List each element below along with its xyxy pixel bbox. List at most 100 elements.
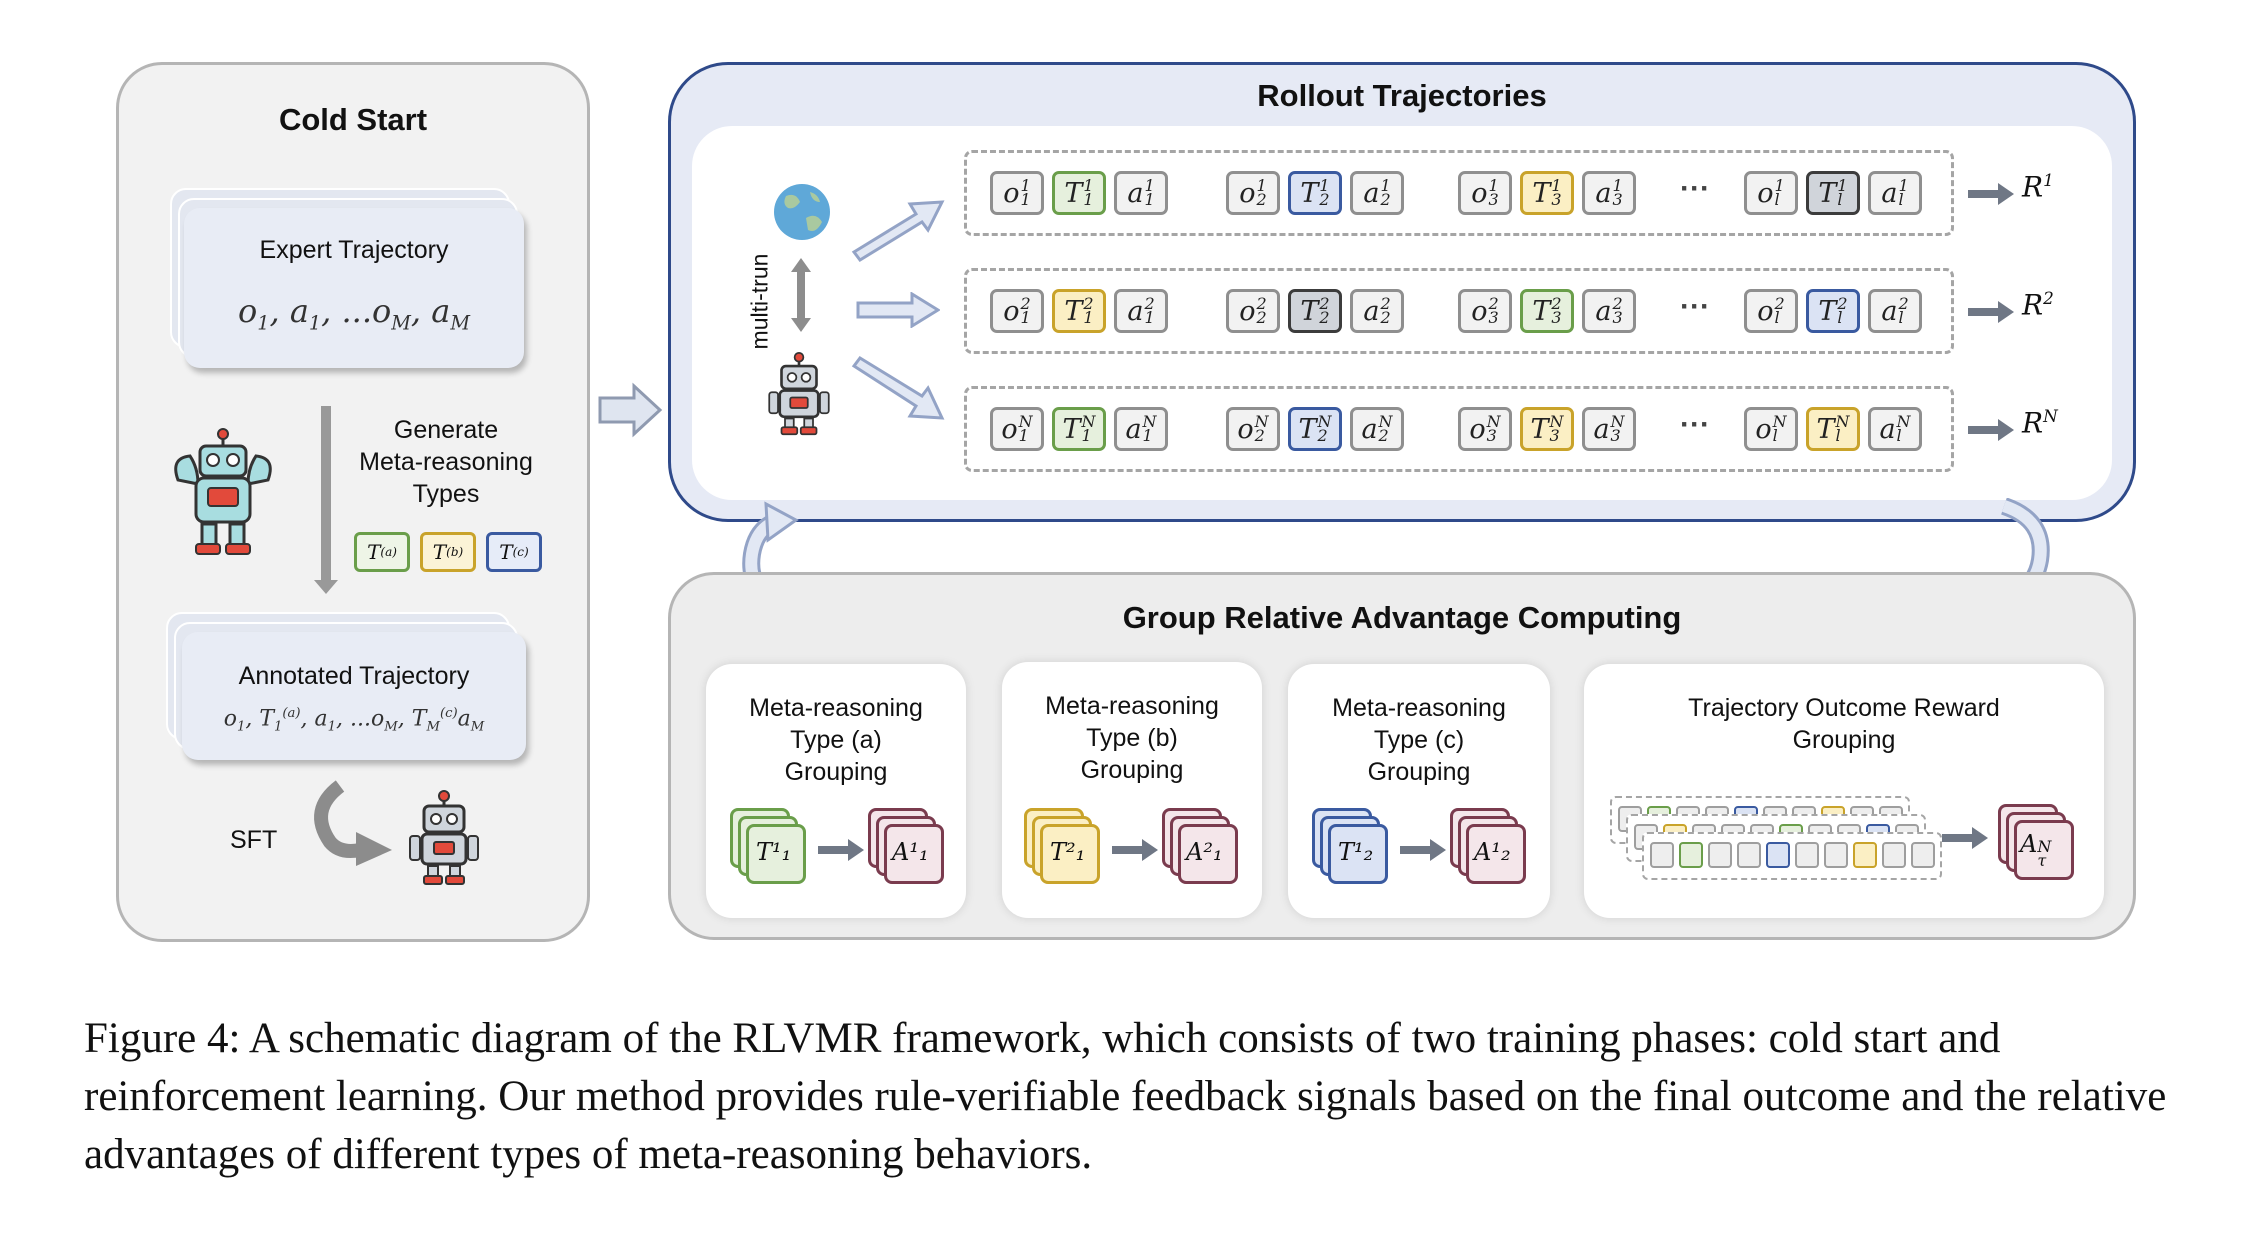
generate-arrow-head (314, 580, 338, 594)
outcome-mini-token (1911, 842, 1935, 868)
outcome-mini-token (1882, 842, 1906, 868)
outcome-mini-token (1853, 842, 1877, 868)
output-stack-card (1466, 824, 1526, 884)
agent-robot-icon (768, 352, 830, 436)
ellipsis: ··· (1680, 408, 1710, 441)
multi-turn-arrow-head-down (791, 318, 811, 332)
group-b-line2: Type (b) (1086, 724, 1178, 752)
rollout-row-1 (964, 150, 1954, 236)
output-stack-card (1178, 824, 1238, 884)
outcome-stack-card (2014, 820, 2074, 880)
type-box-b: T(b) (420, 532, 476, 572)
annotated-card: Annotated Trajectory o1, T1(a), a1, ...o… (182, 632, 526, 760)
generate-arrow (321, 406, 331, 584)
output-stack-label: A²₁ (1186, 838, 1223, 866)
multi-turn-label: multi-trun (746, 253, 773, 350)
reward-arrow (1968, 183, 2014, 205)
fanout-arrow-3 (851, 356, 945, 420)
generate-label-1: Generate (393, 416, 499, 444)
outcome-mini-token (1650, 842, 1674, 868)
outcome-mini-token (1824, 842, 1848, 868)
annotated-trajectory-formula: o1, T1(a), a1, ...oM, TM(c)aM (223, 706, 485, 735)
sft-curved-arrow (314, 780, 392, 866)
expert-trajectory-formula: o1, a1, ...oM, aM (238, 292, 470, 335)
output-stack-label: A¹₂ (1474, 838, 1511, 866)
type-box-a: T(a) (354, 532, 410, 572)
generate-label-3: Types (412, 480, 480, 508)
input-stack-label: T²₁ (1050, 838, 1086, 866)
cold-start-title: Cold Start (278, 102, 428, 137)
output-stack-card (884, 824, 944, 884)
outcome-mini-token (1679, 842, 1703, 868)
group-c-line3: Grouping (1367, 758, 1471, 786)
fanout-arrow-1 (851, 200, 945, 262)
group-a-line3: Grouping (784, 758, 888, 786)
group-arrow (818, 839, 864, 861)
reward-arrow (1968, 301, 2014, 323)
input-stack-card (1040, 824, 1100, 884)
outcome-line2: Grouping (1792, 726, 1896, 754)
reward-label: RN (2022, 406, 2058, 440)
input-stack-card (1328, 824, 1388, 884)
outcome-mini-token (1795, 842, 1819, 868)
group-arrow (1112, 839, 1158, 861)
fanout-arrow-2 (856, 292, 940, 328)
input-stack-label: T¹₂ (1338, 838, 1374, 866)
small-robot-icon (409, 790, 479, 885)
rollout-row-2 (964, 268, 1954, 354)
reward-label: R1 (2022, 170, 2054, 204)
group-b-line1: Meta-reasoning (1045, 692, 1219, 720)
generate-label-2: Meta-reasoning (359, 448, 533, 476)
ellipsis: ··· (1680, 172, 1710, 205)
strong-robot-icon (174, 428, 272, 555)
type-box-c: T(c) (486, 532, 542, 572)
annotated-trajectory-title: Annotated Trajectory (238, 662, 470, 690)
multi-turn-arrow-head-up (791, 258, 811, 272)
outcome-arrow (1942, 827, 1988, 849)
group-b-line3: Grouping (1080, 756, 1184, 784)
input-stack-card (746, 824, 806, 884)
advantage-title: Group Relative Advantage Computing (1122, 600, 1682, 635)
rollout-row-3 (964, 386, 1954, 472)
rollout-title: Rollout Trajectories (1257, 78, 1547, 113)
expert-card: Expert Trajectory o1, a1, ...oM, aM (184, 208, 524, 368)
figure-caption: Figure 4: A schematic diagram of the RLV… (84, 1015, 2167, 1178)
group-c-line1: Meta-reasoning (1332, 694, 1506, 722)
outcome-mini-token (1737, 842, 1761, 868)
outcome-mini-token (1766, 842, 1790, 868)
group-a-line2: Type (a) (790, 726, 882, 754)
group-arrow (1400, 839, 1446, 861)
group-c-line2: Type (c) (1373, 726, 1465, 754)
cold-to-rollout-arrow (598, 382, 663, 438)
ellipsis: ··· (1680, 290, 1710, 323)
outcome-mini-token (1708, 842, 1732, 868)
input-stack-label: T¹₁ (756, 838, 792, 866)
multi-turn-arrow (797, 270, 805, 320)
